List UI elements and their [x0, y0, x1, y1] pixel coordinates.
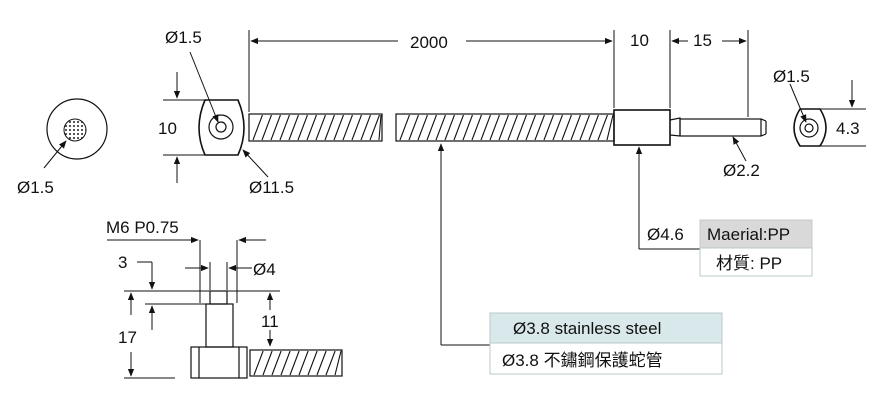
hatch-line [334, 350, 342, 376]
hatch-line [471, 114, 482, 141]
hatch-line [252, 114, 263, 141]
hatch-line [597, 114, 608, 141]
hatch-line [289, 350, 300, 376]
material-title: Maerial:PP [707, 225, 790, 244]
hatch-line [351, 114, 362, 141]
hatch-line [369, 114, 380, 141]
hatch-line [525, 114, 536, 141]
hatch-line [435, 114, 446, 141]
hatch-line [552, 114, 563, 141]
hatch-line [516, 114, 527, 141]
hatch-line [534, 114, 545, 141]
hatch-line [444, 114, 455, 141]
tube-label-box [489, 312, 723, 375]
hatch-line [417, 114, 428, 141]
dim-17-label: 17 [118, 328, 137, 347]
hatch-line [360, 114, 371, 141]
sleeve-length-label: 10 [630, 31, 649, 50]
endface-right-dia-label: Ø1.5 [773, 67, 810, 86]
tip-dia-label: Ø2.2 [723, 161, 760, 180]
hatch-line [298, 350, 309, 376]
hatch-line [280, 350, 291, 376]
hatch-line [271, 350, 282, 376]
hatch-line [324, 114, 335, 141]
hatch-line [561, 114, 572, 141]
tube-length-label: 2000 [410, 33, 448, 52]
hatch-line [288, 114, 299, 141]
hatch-line [489, 114, 500, 141]
hatch-line [507, 114, 518, 141]
endface-right-height-label: 4.3 [836, 119, 860, 138]
dim-11-label: 11 [261, 312, 279, 331]
tube-leader [437, 143, 490, 346]
hatch-line [498, 114, 509, 141]
hatch-line [462, 114, 473, 141]
hatch-line [480, 114, 491, 141]
sensor-head [163, 51, 269, 183]
hatch-line [325, 350, 336, 376]
hatch-line [543, 114, 554, 141]
hatch-line [279, 114, 290, 141]
hatch-line [579, 114, 590, 141]
hatch-line [378, 114, 382, 141]
thread-label: M6 P0.75 [106, 218, 179, 237]
hatch-line [316, 350, 327, 376]
hatch-line [297, 114, 308, 141]
endface-left-dia-label: Ø1.5 [17, 178, 54, 197]
hatch-line [426, 114, 437, 141]
hatch-line [262, 350, 273, 376]
hatch-line [261, 114, 272, 141]
hatch-line [453, 114, 464, 141]
hatch-line [253, 350, 264, 376]
thread-dia-label: Ø4 [253, 260, 276, 279]
hatch-line [342, 114, 353, 141]
sleeve-dia-label: Ø4.6 [647, 225, 684, 244]
hatch-line [588, 114, 599, 141]
head-height-label: 10 [158, 119, 177, 138]
tip-length-label: 15 [693, 31, 712, 50]
tube-hatching [252, 114, 614, 376]
hatch-line [270, 114, 281, 141]
top-dimensions [248, 30, 749, 117]
material-subtitle: 材質: PP [716, 254, 782, 273]
hatch-line [570, 114, 581, 141]
left-endface-view [43, 98, 108, 169]
side-view [107, 236, 343, 379]
right-endface-view [789, 80, 866, 147]
tube-subtitle: Ø3.8 不鏽鋼保護蛇管 [502, 351, 663, 370]
hatch-line [399, 114, 410, 141]
material-box [699, 219, 813, 277]
hatch-line [315, 114, 326, 141]
hatch-line [606, 114, 614, 141]
sleeve-and-tip [613, 109, 767, 146]
hatch-line [408, 114, 419, 141]
head-hole-dia-label: Ø1.5 [165, 28, 202, 47]
dim-3-label: 3 [118, 253, 127, 272]
hatch-line [333, 114, 344, 141]
sleeve-leader [635, 146, 700, 250]
hatch-line [307, 350, 318, 376]
hatch-line [306, 114, 317, 141]
head-outer-dia-label: Ø11.5 [249, 178, 294, 197]
tube-title: Ø3.8 stainless steel [513, 319, 661, 338]
